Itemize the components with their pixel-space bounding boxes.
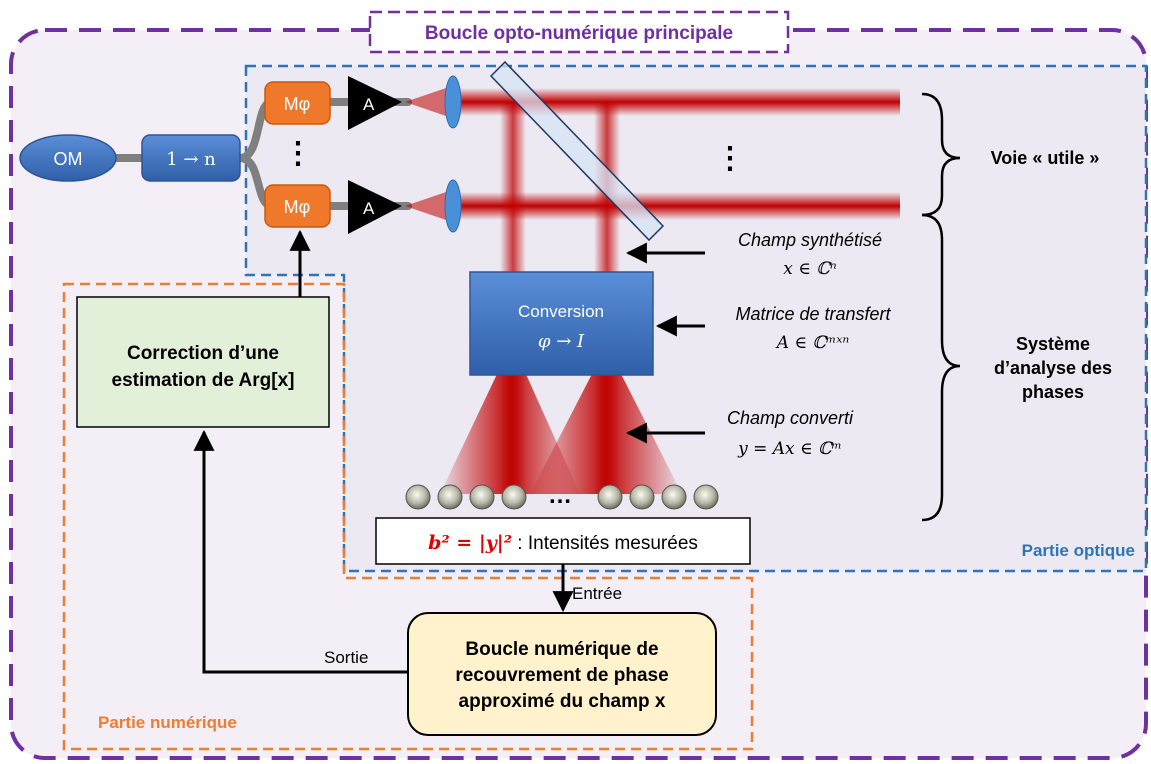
detector bbox=[693, 484, 719, 510]
conversion-box bbox=[469, 271, 654, 376]
transfer-matrix-label: Matrice de transfert bbox=[735, 304, 891, 324]
converted-field-label: Champ converti bbox=[727, 408, 854, 428]
intensities-box bbox=[375, 517, 751, 565]
lens-2 bbox=[444, 179, 462, 233]
arrow-output-to-correction bbox=[193, 429, 408, 674]
output-label: Sortie bbox=[324, 648, 368, 667]
splitter-label: 1 → n bbox=[166, 149, 216, 170]
analysis-brace bbox=[921, 213, 961, 522]
detector bbox=[437, 484, 463, 510]
beam-splitter-plate bbox=[489, 60, 665, 242]
modulator-box-2 bbox=[264, 184, 331, 228]
useful-path-label: Voie « utile » bbox=[991, 148, 1100, 168]
splitter-box bbox=[141, 134, 241, 182]
converted-field-formula: y = Ax ∈ ℂᵐ bbox=[737, 439, 842, 459]
lens-1 bbox=[444, 75, 462, 129]
collimation-cone-1 bbox=[405, 86, 452, 118]
detector bbox=[597, 484, 623, 510]
numeric-loop-line1: Boucle numérique de bbox=[465, 639, 658, 660]
amplifier-1 bbox=[348, 76, 402, 130]
correction-line1: Correction d’une bbox=[127, 343, 279, 364]
source-ellipse bbox=[19, 134, 117, 182]
conversion-cone-2 bbox=[530, 372, 682, 494]
beam-2 bbox=[452, 192, 900, 220]
intensities-label: b² = |y|² : Intensités mesurées bbox=[428, 532, 698, 554]
main-loop-title-box bbox=[368, 10, 790, 54]
amplifier-2 bbox=[348, 180, 402, 234]
detector bbox=[629, 484, 655, 510]
modulator-label-1: Mφ bbox=[284, 94, 311, 114]
detector bbox=[405, 484, 431, 510]
synth-field-label: Champ synthétisé bbox=[738, 230, 882, 250]
source-label: OM bbox=[54, 149, 83, 169]
numeric-loop-line2: recouvrement de phase bbox=[455, 665, 668, 686]
intensities-math: b² = |y|² bbox=[428, 532, 512, 554]
conversion-cone-1 bbox=[440, 372, 580, 494]
modulator-ellipsis: ⋮ bbox=[283, 137, 313, 170]
beam-ellipsis: ⋮ bbox=[715, 142, 745, 175]
correction-line2: estimation de Arg[x] bbox=[112, 370, 295, 391]
correction-box bbox=[76, 296, 330, 428]
useful-path-brace bbox=[921, 92, 961, 217]
analysis-system-line2: d’analyse des bbox=[994, 358, 1112, 378]
analysis-system-line3: phases bbox=[1022, 382, 1084, 402]
numeric-loop-line3: approximé du champ x bbox=[459, 691, 666, 712]
amplifier-label-2: A bbox=[363, 199, 375, 218]
detector-ellipsis: … bbox=[548, 482, 572, 509]
collimation-cone-2 bbox=[405, 190, 452, 222]
numeric-part-frame bbox=[62, 282, 754, 751]
detector bbox=[501, 484, 527, 510]
optical-part-label: Partie optique bbox=[1022, 541, 1135, 560]
modulator-label-2: Mφ bbox=[284, 197, 311, 217]
conversion-label: Conversion bbox=[518, 302, 604, 321]
intensities-text: : Intensités mesurées bbox=[512, 533, 698, 554]
input-label: Entrée bbox=[572, 584, 622, 603]
analysis-system-line1: Système bbox=[1016, 334, 1090, 354]
numeric-part-label: Partie numérique bbox=[98, 713, 237, 732]
amplifier-label-1: A bbox=[363, 95, 375, 114]
numeric-loop-box bbox=[407, 612, 717, 736]
synth-field-formula: x ∈ ℂⁿ bbox=[783, 259, 837, 279]
main-loop-title: Boucle opto-numérique principale bbox=[425, 23, 733, 44]
conversion-formula: φ → I bbox=[538, 331, 585, 352]
detector bbox=[469, 484, 495, 510]
modulator-box-1 bbox=[264, 81, 331, 125]
detector-array bbox=[405, 484, 719, 510]
transfer-matrix-formula: A ∈ ℂᵐˣⁿ bbox=[775, 333, 850, 353]
detector bbox=[661, 484, 687, 510]
